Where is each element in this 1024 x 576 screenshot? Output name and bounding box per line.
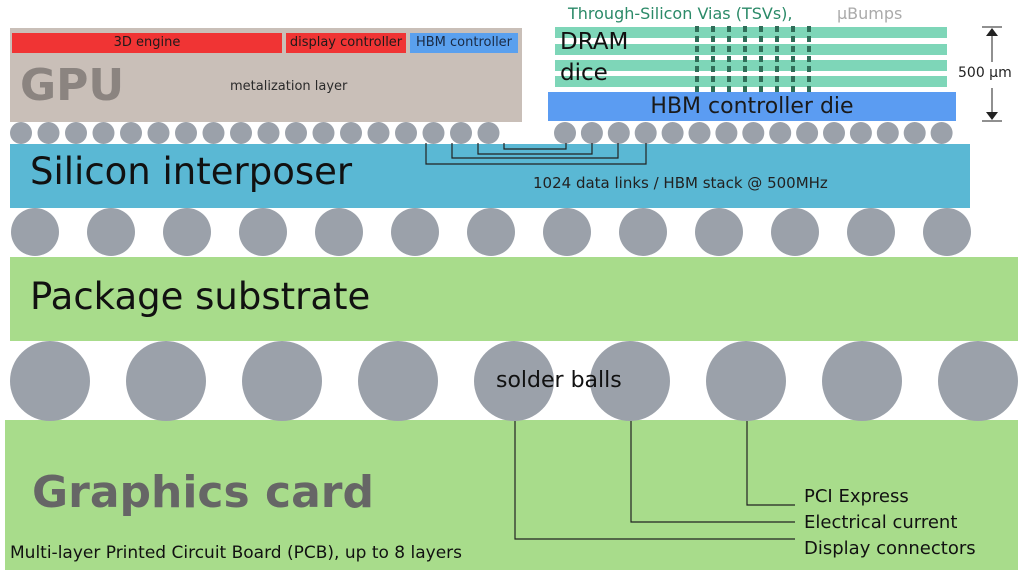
microbump (930, 122, 953, 144)
ubumps-label: μBumps (837, 4, 903, 23)
microbump (147, 122, 170, 144)
pcb-label: Multi-layer Printed Circuit Board (PCB),… (10, 543, 463, 563)
microbump (10, 122, 32, 144)
package-substrate (10, 257, 1018, 341)
dram-dice-label: DRAM dice (560, 27, 628, 89)
microbump (175, 122, 197, 144)
metalization-layer-label: metalization layer (230, 79, 348, 94)
dram-label-line2: dice (560, 60, 608, 86)
microbump (823, 122, 845, 144)
c4-bump (315, 208, 363, 256)
dram-layer-3 (555, 60, 947, 71)
microbump (367, 122, 390, 144)
substrate-title: Package substrate (30, 275, 371, 318)
hbm-controller-die: HBM controller die (548, 92, 956, 121)
solder-ball (938, 341, 1018, 421)
solder-ball (706, 341, 786, 421)
display-connectors-label: Display connectors (804, 538, 976, 559)
solder-ball (242, 341, 322, 421)
solder-ball (10, 341, 90, 421)
data-links-label: 1024 data links / HBM stack @ 500MHz (533, 174, 828, 192)
microbump (65, 122, 87, 144)
microbump (742, 122, 765, 144)
microbump (340, 122, 362, 144)
gpu-label: GPU (20, 60, 125, 111)
dram-layer-4 (555, 76, 947, 87)
c4-bump (467, 208, 515, 256)
microbump (257, 122, 280, 144)
microbump (477, 122, 500, 144)
interposer-route (503, 143, 567, 150)
interposer-route (451, 143, 619, 159)
3d-engine-block: 3D engine (12, 33, 282, 53)
dram-layer-2 (555, 44, 947, 55)
microbump (580, 122, 603, 144)
microbump (395, 122, 417, 144)
microbump (37, 122, 60, 144)
stack-height-label: 500 μm (958, 65, 1012, 81)
electrical-current-line (630, 421, 795, 523)
microbump (554, 122, 576, 144)
microbump (202, 122, 225, 144)
c4-bump (771, 208, 819, 256)
c4-bump (923, 208, 971, 256)
dram-label-line1: DRAM (560, 29, 629, 55)
microbump (715, 122, 738, 144)
microbump (796, 122, 819, 144)
c4-bump (239, 208, 287, 256)
microbump (688, 122, 711, 144)
microbump (120, 122, 142, 144)
dram-layer-1 (555, 27, 947, 38)
gpu-hbm-controller-block: HBM controller (410, 33, 518, 53)
microbump (634, 122, 657, 144)
dimension-arrow-down (986, 112, 998, 120)
solder-balls-label: solder balls (496, 368, 622, 393)
c4-bump (163, 208, 211, 256)
c4-bump (87, 208, 135, 256)
electrical-current-label: Electrical current (804, 512, 958, 533)
microbump (769, 122, 792, 144)
interposer-title: Silicon interposer (30, 150, 353, 193)
c4-bump (619, 208, 667, 256)
microbump (903, 122, 926, 144)
microbump (92, 122, 115, 144)
display-controller-block: display controller (286, 33, 406, 53)
microbump (422, 122, 445, 144)
microbump (450, 122, 472, 144)
c4-bump (695, 208, 743, 256)
solder-ball (126, 341, 206, 421)
microbump (312, 122, 335, 144)
graphics-card-pcb (5, 420, 1018, 570)
microbump (607, 122, 630, 144)
pci-express-label: PCI Express (804, 486, 909, 507)
solder-ball (590, 341, 670, 421)
microbump (285, 122, 307, 144)
c4-bump (543, 208, 591, 256)
microbump (661, 122, 684, 144)
microbump (849, 122, 872, 144)
interposer-route (477, 143, 593, 155)
microbump (876, 122, 899, 144)
tsv-label: Through-Silicon Vias (TSVs), (568, 4, 793, 23)
silicon-interposer (10, 144, 970, 208)
c4-bump (11, 208, 59, 256)
interposer-route (425, 143, 647, 165)
display-connectors-line (514, 421, 795, 540)
solder-ball (822, 341, 902, 421)
c4-bump (847, 208, 895, 256)
pci-express-line (746, 421, 795, 506)
dimension-arrow-up (986, 28, 998, 36)
c4-bump (391, 208, 439, 256)
microbump (230, 122, 252, 144)
solder-ball (474, 341, 554, 421)
graphics-card-title: Graphics card (32, 467, 374, 518)
solder-ball (358, 341, 438, 421)
